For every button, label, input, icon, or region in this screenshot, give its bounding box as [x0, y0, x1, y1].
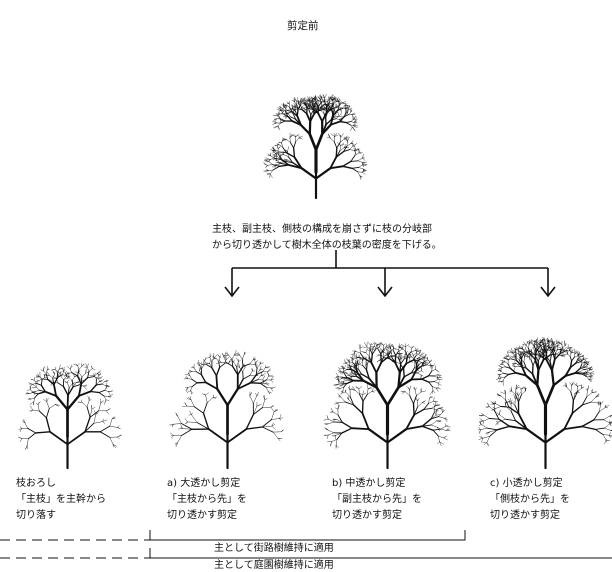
option-name: a) 大透かし剪定 — [167, 476, 240, 492]
option-name: 枝おろし — [16, 476, 56, 492]
street-range-bracket — [150, 530, 465, 540]
tree-small-thinning — [478, 300, 612, 470]
diagram-title: 剪定前 — [287, 18, 319, 34]
option-desc-2: 切り落す — [16, 508, 56, 524]
description-line-2: から切り透かして樹木全体の枝葉の密度を下げる。 — [212, 238, 442, 254]
option-desc-1: 「副主枝から先」を — [332, 492, 422, 508]
option-name: b) 中透かし剪定 — [332, 476, 405, 492]
tree-large-thinning — [160, 300, 295, 470]
description-line-1: 主枝、副主枝、側枝の構成を崩さずに枝の分岐部 — [212, 222, 432, 238]
tree-branch-removal — [0, 312, 135, 470]
garden-range-label: 主として庭園樹維持に適用 — [214, 559, 334, 572]
option-desc-2: 切り透かす剪定 — [490, 508, 560, 524]
tree-before-pruning — [246, 70, 386, 200]
street-range-label: 主として街路樹維持に適用 — [214, 541, 334, 557]
option-desc-1: 「側枝から先」を — [490, 492, 570, 508]
tree-medium-thinning — [320, 300, 455, 470]
option-desc-2: 切り透かす剪定 — [332, 508, 402, 524]
option-desc-1: 「主枝から先」を — [167, 492, 247, 508]
option-desc-2: 切り透かす剪定 — [167, 508, 237, 524]
option-name: c) 小透かし剪定 — [490, 476, 563, 492]
option-desc-1: 「主枝」を主幹から — [16, 492, 106, 508]
